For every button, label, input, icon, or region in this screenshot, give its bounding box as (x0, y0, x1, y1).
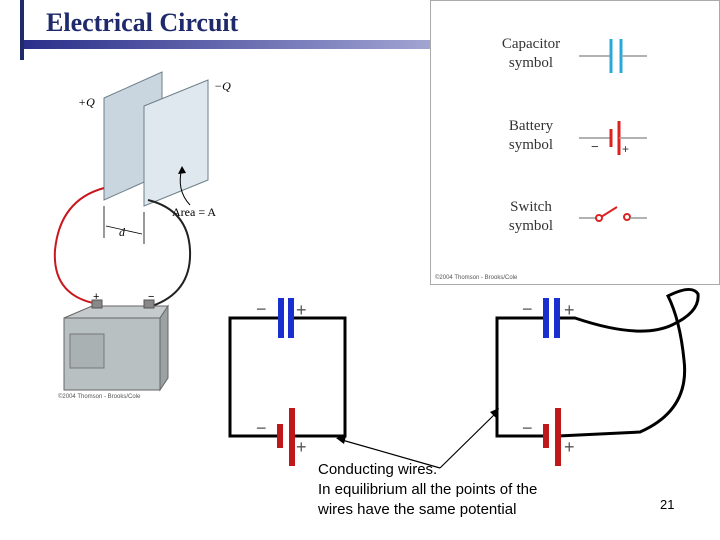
plus-q-label: +Q (78, 95, 95, 109)
left-cap-plus: + (296, 300, 307, 320)
switch-symbol-label: Switch symbol (491, 198, 571, 236)
right-circuit-wire (557, 288, 700, 438)
switch-label-line1: Switch (510, 199, 552, 215)
switch-label-line2: symbol (508, 218, 554, 234)
title-bar: Electrical Circuit (0, 0, 720, 60)
battery-label-line1: Battery (508, 118, 554, 134)
capacitor-label-line1: Capacitor (501, 36, 561, 52)
battery-plus-terminal: + (93, 291, 99, 303)
title-rule (20, 0, 24, 60)
left-batt-plus: + (296, 437, 307, 457)
pointer-to-right-wire (439, 411, 498, 469)
battery-symbol-label: Battery symbol (491, 117, 571, 155)
right-batt-minus: − (522, 418, 533, 438)
area-label: Area = A (172, 205, 216, 219)
note-line-1: Conducting wires. (318, 461, 438, 478)
switch-symbol-icon (579, 206, 647, 222)
right-circuit: − + − + (495, 288, 700, 466)
left-batt-minus: − (256, 418, 267, 438)
minus-q-label: −Q (214, 79, 231, 93)
left-circuit: − + − + (228, 298, 347, 466)
legend-battery-plus: + (622, 142, 629, 156)
title-underline (24, 40, 720, 49)
note-line-2: In equilibrium all the points of the (318, 481, 538, 498)
negative-plate (143, 79, 209, 207)
conducting-wires-note: Conducting wires. In equilibrium all the… (318, 460, 537, 520)
left-cap-minus: − (256, 299, 267, 319)
legend-battery-minus: − (591, 139, 599, 154)
red-wire (53, 187, 105, 305)
pointer-to-left-wire (341, 439, 441, 469)
legend-copyright: ©2004 Thomson - Brooks/Cole (435, 275, 518, 281)
figure-copyright: ©2004 Thomson - Brooks/Cole (58, 393, 141, 400)
black-wire (147, 199, 192, 307)
battery-label-line2: symbol (508, 137, 554, 153)
d-dimension-line (105, 225, 143, 235)
capacitor-symbol-label: Capacitor symbol (491, 35, 571, 73)
battery-minus-terminal: − (148, 291, 154, 303)
page-number: 21 (660, 497, 675, 512)
legend-symbols: − + (579, 39, 647, 222)
capacitor-symbol-icon (579, 39, 647, 73)
note-pointers (336, 408, 499, 469)
right-cap-minus: − (522, 299, 533, 319)
right-cap-plus: + (564, 300, 575, 320)
slide-title: Electrical Circuit (46, 8, 239, 37)
capacitor-label-line2: symbol (508, 55, 554, 71)
battery-symbol-icon: − + (579, 121, 647, 156)
right-batt-plus: + (564, 437, 575, 457)
note-line-3: wires have the same potential (318, 501, 517, 518)
symbol-legend-panel: Capacitor symbol Battery symbol Switch s… (430, 0, 720, 285)
d-label: d (119, 225, 126, 239)
